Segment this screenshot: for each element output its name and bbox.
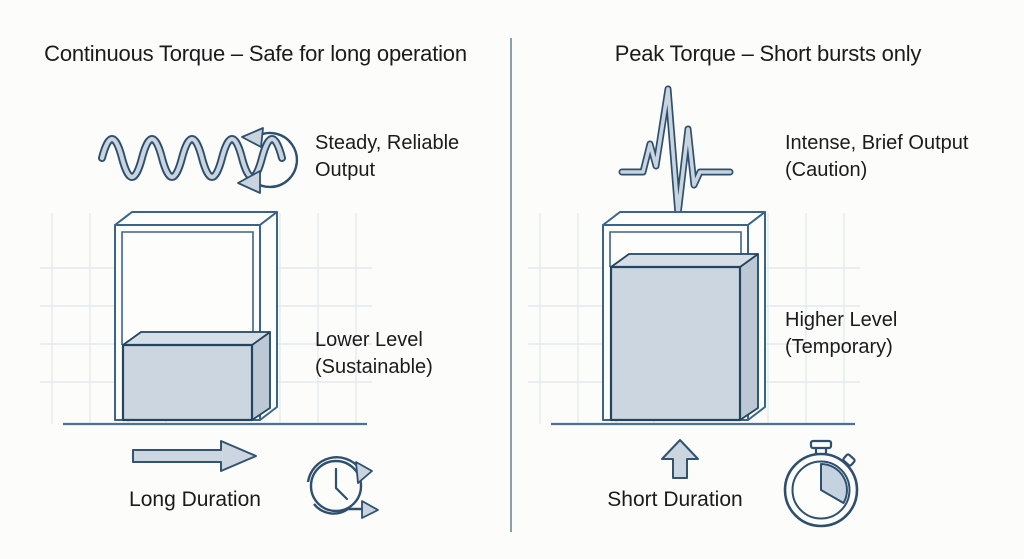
left-level-line2: (Sustainable) [315, 356, 433, 378]
right-arrow-icon [132, 440, 257, 472]
pulse-spike-icon [618, 85, 734, 218]
right-output-line2: (Caution) [785, 159, 868, 181]
right-level-line2: (Temporary) [785, 336, 893, 358]
left-duration-label: Long Duration [129, 488, 261, 511]
tank-inner-frame [121, 231, 254, 345]
right-output-line1: Intense, Brief Output [785, 132, 969, 154]
tank-inner-frame [609, 231, 742, 267]
tank-fill-high [609, 253, 759, 422]
right-level-label: Higher Level (Temporary) [785, 307, 897, 361]
clock-history-icon [306, 456, 379, 519]
sine-wave-rotation-icon [98, 127, 299, 194]
up-arrow-icon [661, 439, 699, 479]
tank-high-fill [528, 211, 860, 426]
panel-divider [510, 38, 512, 532]
left-panel-title: Continuous Torque – Safe for long operat… [44, 41, 467, 66]
stopwatch-icon [783, 439, 859, 528]
left-output-line2: Output [315, 159, 376, 181]
left-level-line1: Lower Level [315, 329, 423, 351]
right-duration-label: Short Duration [607, 488, 743, 511]
tank-low-fill [40, 211, 372, 426]
left-output-line1: Steady, Reliable [315, 132, 460, 154]
left-level-label: Lower Level (Sustainable) [315, 327, 433, 381]
right-panel-title: Peak Torque – Short bursts only [614, 41, 922, 66]
tank-fill-low [121, 331, 271, 422]
right-panel: Peak Torque – Short bursts only Intense,… [512, 0, 1024, 559]
right-level-line1: Higher Level [785, 309, 898, 331]
right-output-label: Intense, Brief Output (Caution) [785, 130, 968, 184]
left-panel: Continuous Torque – Safe for long operat… [0, 0, 511, 559]
left-output-label: Steady, Reliable Output [315, 130, 459, 184]
